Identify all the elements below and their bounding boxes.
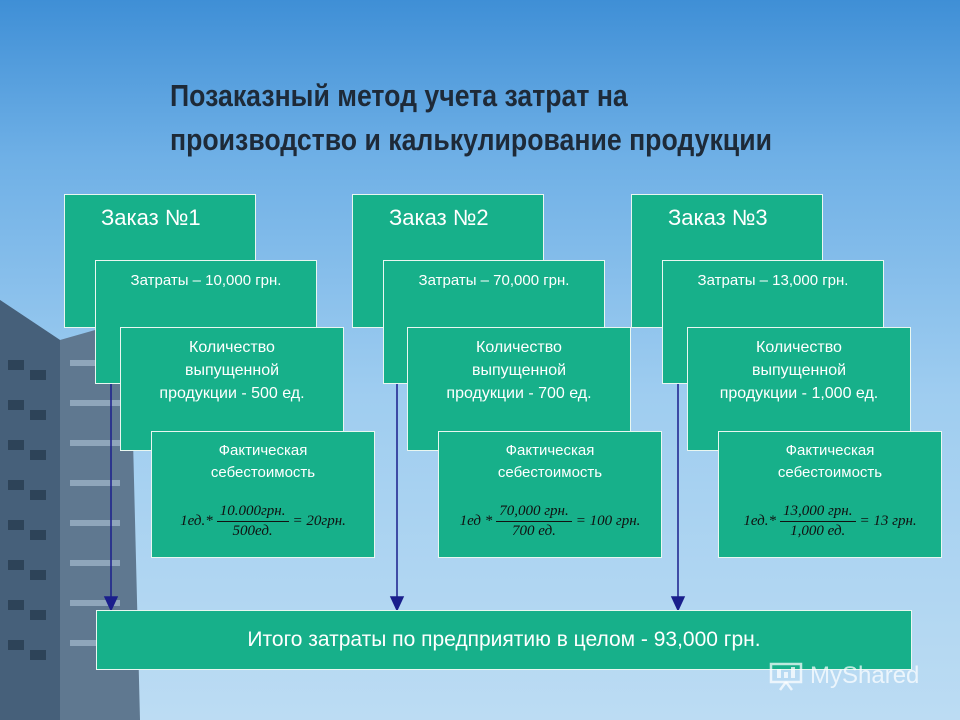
order-2-qty-label: Количество выпущенной продукции - 700 ед…	[408, 328, 630, 405]
order-3-formula-result: = 13 грн.	[859, 512, 917, 529]
order-1-formula-lead: 1ед.*	[180, 512, 213, 529]
order-3-formula-lead: 1ед.*	[743, 512, 776, 529]
order-3-fact-line-1: Фактическая	[785, 442, 875, 459]
order-2-qty-line-3: продукции - 700 ед.	[446, 385, 592, 402]
order-1-fact-line-2: себестоимость	[210, 464, 316, 481]
order-1-qty-line-2: выпущенной	[184, 362, 280, 379]
order-3-qty-line-2: выпущенной	[751, 362, 847, 379]
order-2-label: Заказ №2	[389, 205, 489, 230]
order-3-cost-label: Затраты – 13,000 грн.	[697, 272, 849, 289]
order-2-fact-label: Фактическая себестоимость	[439, 432, 661, 484]
order-3-fact-box: Фактическая себестоимость 1ед.* 13,000 г…	[718, 431, 942, 558]
total-box: Итого затраты по предприятию в целом - 9…	[96, 610, 912, 670]
order-3-formula-denominator: 1,000 ед.	[790, 522, 846, 539]
order-1-formula-fraction: 10.000грн. 500ед.	[216, 502, 289, 541]
order-2-formula-denominator: 700 ед.	[512, 522, 556, 539]
order-1-cost-label: Затраты – 10,000 грн.	[130, 272, 282, 289]
order-1-fact-label: Фактическая себестоимость	[152, 432, 374, 484]
order-1-qty-box: Количество выпущенной продукции - 500 ед…	[120, 327, 344, 451]
order-3-formula-fraction: 13,000 грн. 1,000 ед.	[779, 502, 856, 541]
arrow-2-head	[389, 596, 405, 612]
order-3-qty-line-1: Количество	[756, 339, 842, 356]
order-2-qty-line-1: Количество	[476, 339, 562, 356]
order-1-qty-label: Количество выпущенной продукции - 500 ед…	[121, 328, 343, 405]
order-3-formula: 1ед.* 13,000 грн. 1,000 ед. = 13 грн.	[719, 496, 941, 546]
order-2-fact-box: Фактическая себестоимость 1ед * 70,000 г…	[438, 431, 662, 558]
order-1-formula-result: = 20грн.	[292, 512, 346, 529]
order-1-formula-numerator: 10.000грн.	[216, 502, 289, 522]
order-1-qty-line-3: продукции - 500 ед.	[159, 385, 305, 402]
order-3-fact-label: Фактическая себестоимость	[719, 432, 941, 484]
page-title: Позаказный метод учета затрат на произво…	[170, 74, 824, 162]
order-2-fact-line-2: себестоимость	[497, 464, 603, 481]
order-3-label: Заказ №3	[668, 205, 768, 230]
order-2-formula-result: = 100 грн.	[575, 512, 641, 529]
order-2-formula: 1ед * 70,000 грн. 700 ед. = 100 грн.	[439, 496, 661, 546]
order-2-fact-line-1: Фактическая	[505, 442, 595, 459]
total-label: Итого затраты по предприятию в целом - 9…	[247, 628, 761, 651]
title-line-2: производство и калькулирование продукции	[170, 122, 772, 157]
order-1-fact-box: Фактическая себестоимость 1ед.* 10.000гр…	[151, 431, 375, 558]
title-line-1: Позаказный метод учета затрат на	[170, 78, 628, 113]
order-2-qty-box: Количество выпущенной продукции - 700 ед…	[407, 327, 631, 451]
order-3-fact-line-2: себестоимость	[777, 464, 883, 481]
order-3-formula-numerator: 13,000 грн.	[779, 502, 856, 522]
order-3-qty-line-3: продукции - 1,000 ед.	[719, 385, 879, 402]
order-3-qty-label: Количество выпущенной продукции - 1,000 …	[688, 328, 910, 405]
arrow-3-head	[670, 596, 686, 612]
building-image	[0, 300, 140, 720]
presentation-icon	[769, 662, 803, 691]
watermark-text: MyShared	[810, 662, 920, 689]
order-3-qty-box: Количество выпущенной продукции - 1,000 …	[687, 327, 911, 451]
order-1-formula: 1ед.* 10.000грн. 500ед. = 20грн.	[152, 496, 374, 546]
order-2-qty-line-2: выпущенной	[471, 362, 567, 379]
order-1-fact-line-1: Фактическая	[218, 442, 308, 459]
order-1-qty-line-1: Количество	[189, 339, 275, 356]
order-2-cost-label: Затраты – 70,000 грн.	[418, 272, 570, 289]
order-2-formula-lead: 1ед *	[459, 512, 493, 529]
order-2-formula-fraction: 70,000 грн. 700 ед.	[496, 502, 572, 541]
watermark: MyShared	[768, 656, 948, 696]
order-2-formula-numerator: 70,000 грн.	[496, 502, 572, 522]
order-1-formula-denominator: 500ед.	[232, 522, 273, 539]
order-1-label: Заказ №1	[101, 205, 201, 230]
